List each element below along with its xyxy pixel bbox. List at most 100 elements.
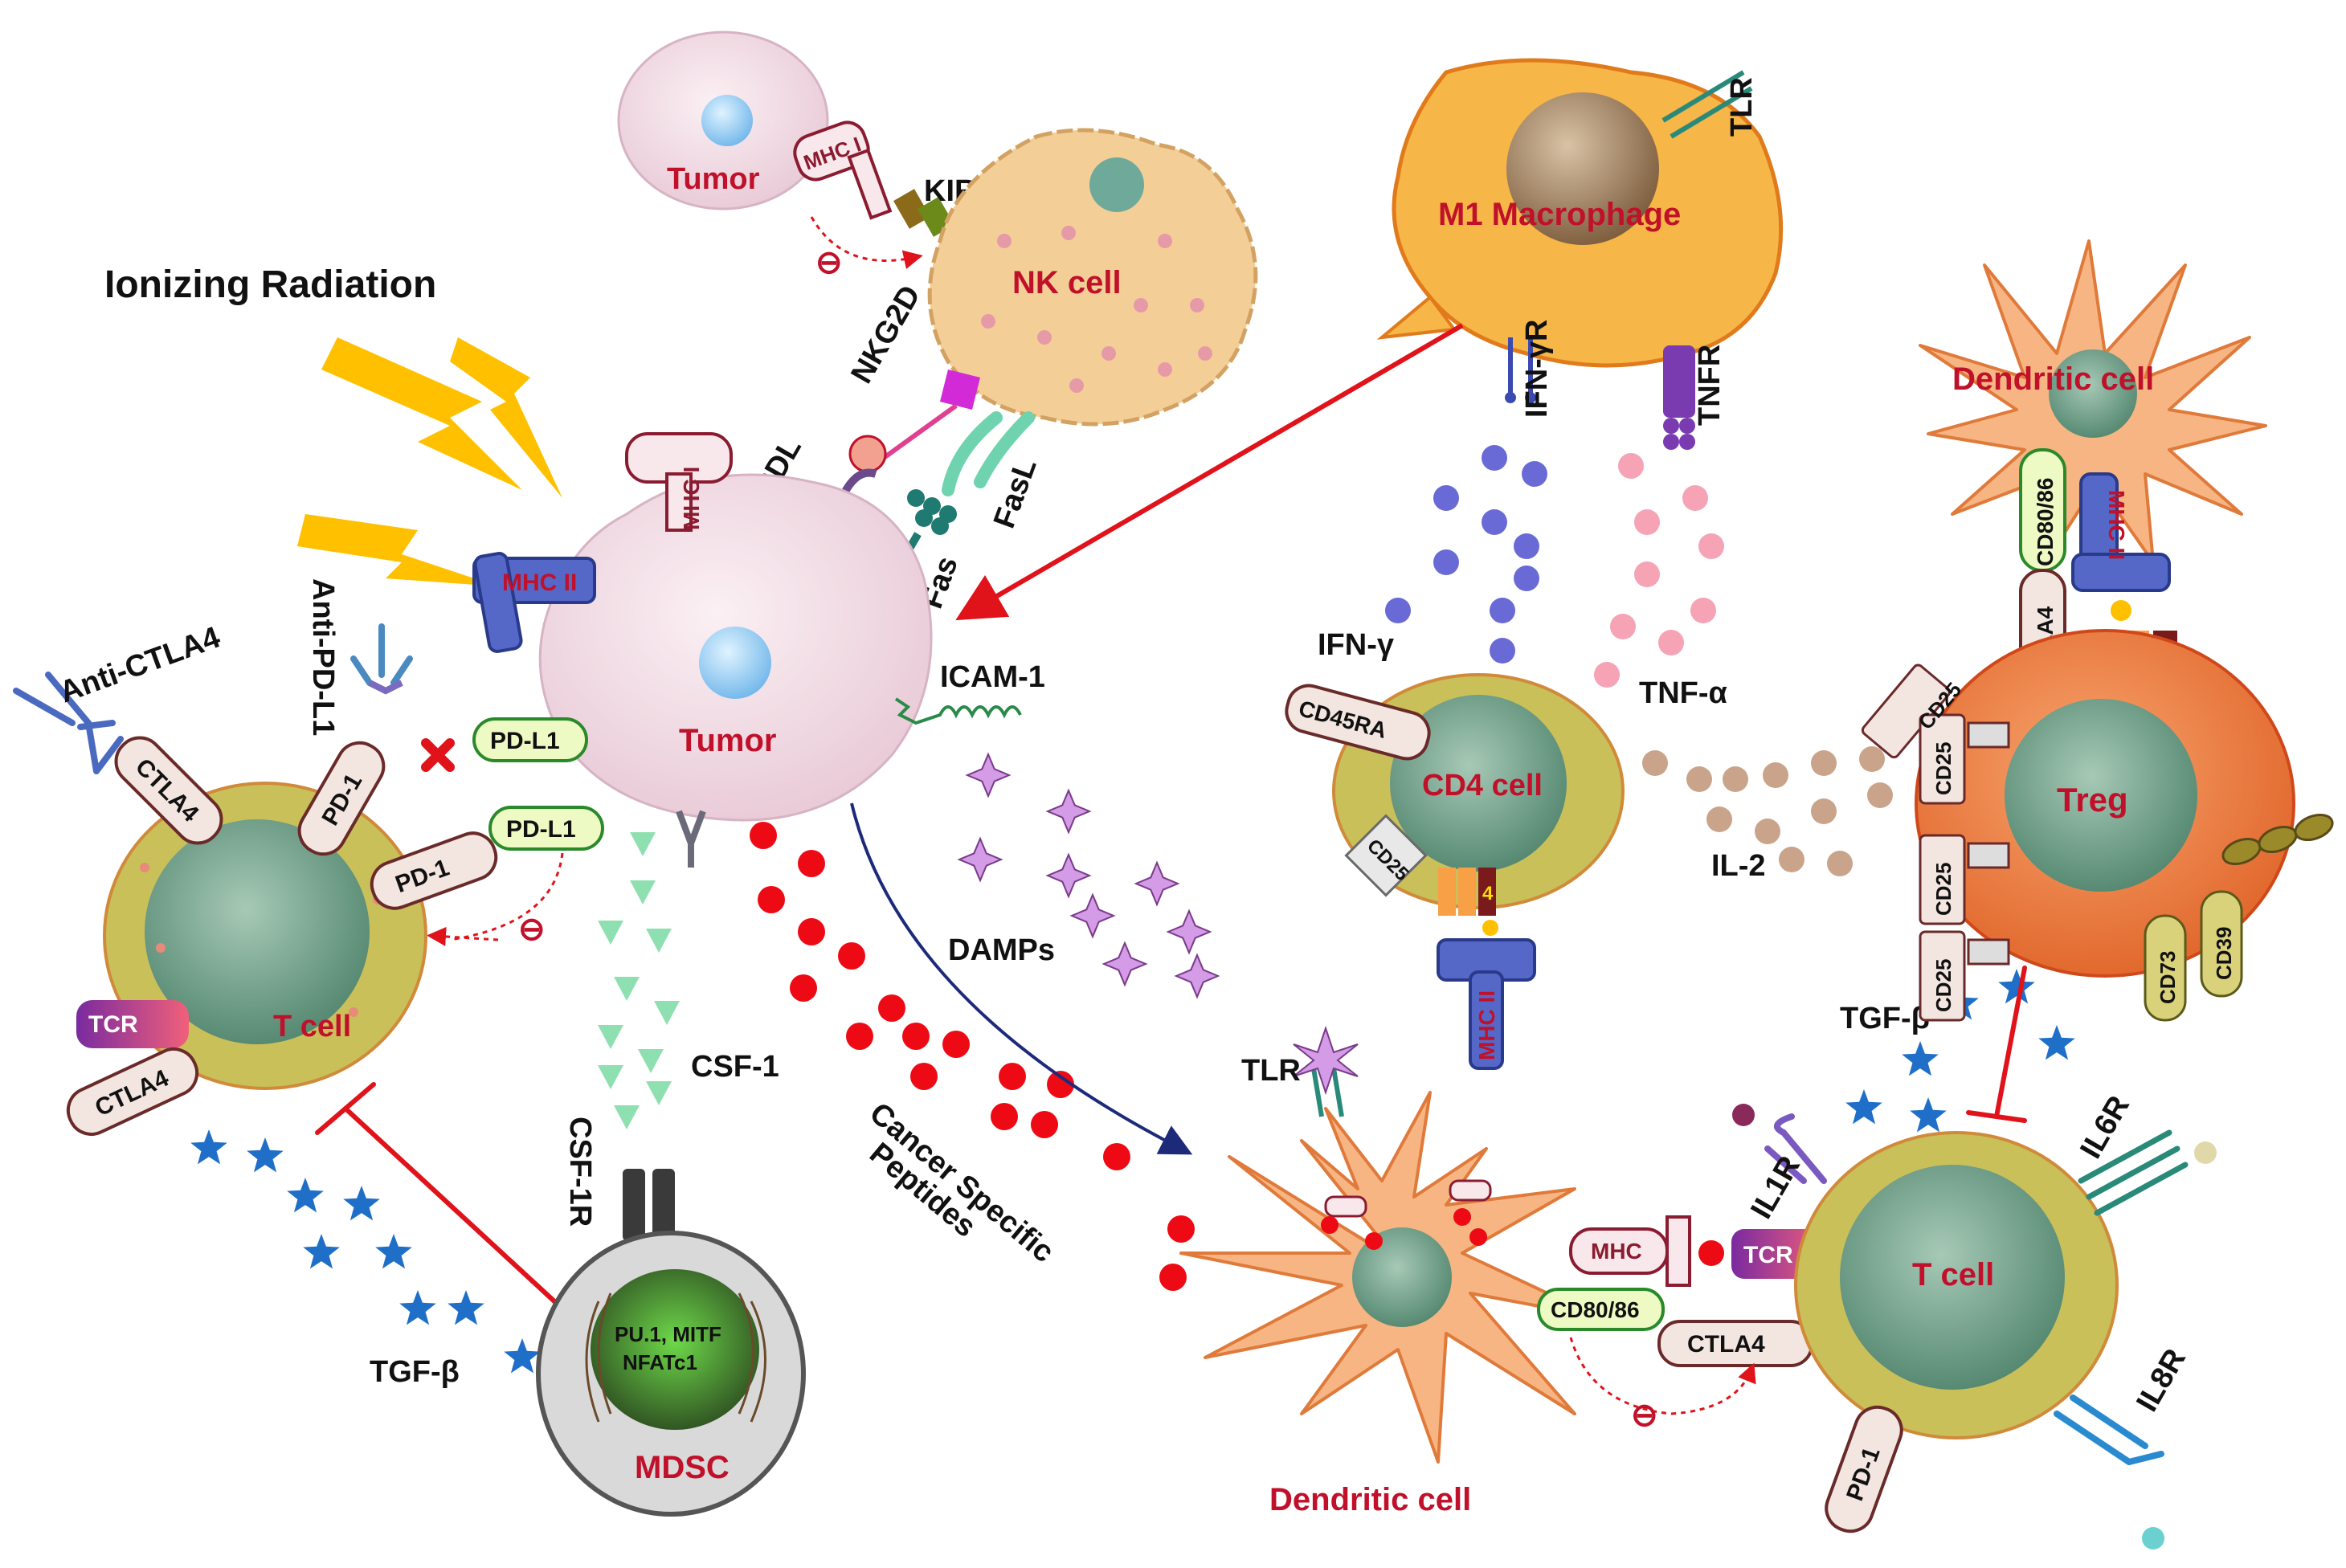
il2-dot	[1867, 782, 1893, 808]
tcr-left-label: TCR	[88, 1011, 138, 1038]
ifng-dot	[1514, 566, 1539, 591]
treg-chain-receptor	[2221, 813, 2334, 866]
mhc-ii-tumor-label: MHC II	[502, 570, 577, 596]
tgfb-left-label: TGF-β	[370, 1355, 460, 1389]
mhc-i-small-receptor: MHC I	[793, 120, 893, 220]
cd73-receptor: CD73	[2144, 914, 2187, 1022]
mhc-dc-receptor: MHC	[1569, 1215, 1691, 1287]
tnfa-dot	[1634, 509, 1660, 535]
dendritic-top-label: Dendritic cell	[1952, 361, 2154, 397]
macrophage-label: M1 Macrophage	[1438, 197, 1681, 232]
il2-dot	[1859, 746, 1885, 772]
il2-dot	[1811, 798, 1837, 824]
csf1-triangle	[654, 1001, 680, 1025]
cd25-treg-receptors	[1861, 664, 2010, 1022]
icam-label: ICAM-1	[940, 660, 1045, 694]
peptide-dot	[942, 1031, 970, 1058]
csf1-triangles	[598, 832, 680, 1129]
csf1-triangle	[614, 1105, 640, 1129]
mhc-ii-top-label: MHC II	[2104, 490, 2129, 560]
peptide-dot	[999, 1063, 1026, 1090]
il2-dot	[1642, 750, 1668, 776]
tnfa-dot	[1690, 598, 1716, 623]
t-cell-right-label: T cell	[1912, 1257, 1994, 1292]
peptide-dot	[758, 886, 785, 913]
ifng-dot	[1482, 445, 1507, 471]
il2-dot	[1723, 766, 1748, 792]
pdl1-inhibition-path	[449, 852, 564, 941]
tgfb-star	[1902, 1041, 1939, 1076]
tumor-main-label: Tumor	[679, 723, 776, 758]
cd80-top-receptor: CD80/86	[2019, 448, 2066, 572]
fasl-receptor: FasL	[942, 411, 1044, 533]
peptide-dot	[790, 974, 817, 1002]
damps-star	[1045, 852, 1092, 899]
t-cell-right: T cell	[1794, 1131, 2119, 1439]
dendritic-cell-top: Dendritic cell	[1919, 239, 2267, 572]
damps-star	[965, 752, 1012, 798]
tnfa-dot	[1658, 630, 1684, 655]
csf1-triangle	[630, 832, 656, 856]
tcr-right-label: TCR	[1743, 1242, 1793, 1268]
peptide-dot	[846, 1023, 873, 1050]
mdsc-nucleus-text-1: PU.1, MITF	[615, 1322, 721, 1346]
csf1-triangle	[646, 929, 672, 953]
tumor-to-dc-arrow	[850, 802, 1193, 1155]
tcr-left-receptor: TCR	[76, 1000, 189, 1048]
ifng-dot	[1385, 598, 1411, 623]
nkg2d-label: NKG2D	[844, 280, 927, 389]
title-ionizing-radiation: Ionizing Radiation	[104, 263, 436, 306]
cd25-4-label: CD25	[1931, 959, 1956, 1012]
damps-star	[957, 836, 1003, 883]
cd25-3-label: CD25	[1931, 863, 1956, 916]
tlr-mac-label: TLR	[1725, 77, 1759, 137]
tnfa-dot	[1610, 614, 1636, 639]
csf1-triangle	[598, 1025, 623, 1049]
csf1-triangle	[614, 977, 640, 1001]
inhibit-symbol-pdl1: ⊖	[518, 912, 546, 947]
csf1-triangle	[598, 921, 623, 945]
peptide-dot	[991, 1103, 1018, 1130]
cd45ra-receptor: CD45RA	[1285, 684, 1431, 761]
tlr-mac-receptor: TLR	[1661, 70, 1759, 139]
ifngr-receptor: IFN-γR	[1505, 320, 1554, 418]
integrin-cd4-receptor: 4	[1438, 868, 1496, 916]
ctla4-inhibition-arrow	[1569, 1337, 1756, 1415]
tgfb-star	[343, 1186, 380, 1221]
anti-ctla4-label: Anti-CTLA4	[55, 621, 225, 710]
tnfa-label: TNF-α	[1639, 676, 1727, 710]
peptide-dot	[838, 942, 865, 970]
tnfr-label: TNFR	[1693, 345, 1727, 426]
il1r-label: IL1R	[1744, 1150, 1807, 1224]
damps-star	[1174, 953, 1220, 999]
pdl1-a-receptor: PD-L1	[472, 717, 588, 762]
tumor-main-cell: Tumor	[538, 473, 933, 822]
damps-star	[1069, 892, 1116, 939]
damps-star	[1045, 788, 1092, 835]
csf1-label: CSF-1	[691, 1050, 779, 1084]
nk-cell: NK cell	[927, 128, 1258, 427]
icam-receptor: ICAM-1	[894, 660, 1045, 725]
csf1r-receptor: CSF-1R	[563, 1117, 675, 1241]
damps-star	[1166, 909, 1212, 955]
peptide-dot	[798, 850, 825, 877]
ctla4-bottom-receptor: CTLA4	[1657, 1320, 1813, 1367]
csf1-triangle	[630, 880, 656, 904]
peptide-dot	[798, 918, 825, 945]
inhibit-symbol-kir: ⊖	[815, 245, 843, 280]
peptide-dot	[878, 994, 905, 1022]
il2-dot	[1686, 766, 1712, 792]
peptide-dot	[910, 1063, 938, 1090]
tumor-y-receptor	[676, 810, 706, 868]
tgfb-star	[399, 1290, 436, 1325]
ifng-label: IFN-γ	[1318, 628, 1394, 662]
dc-internal-dots	[1321, 1208, 1487, 1250]
cd80-top-label: CD80/86	[2033, 477, 2058, 566]
tnfa-dot	[1682, 485, 1708, 511]
pdl1-a-label: PD-L1	[490, 728, 560, 754]
macrophage-cell: M1 Macrophage	[1376, 58, 1784, 368]
anti-pdl1-label: Anti-PD-L1	[306, 578, 340, 736]
tgfb-star	[190, 1129, 227, 1165]
il2-dot	[1779, 847, 1804, 872]
